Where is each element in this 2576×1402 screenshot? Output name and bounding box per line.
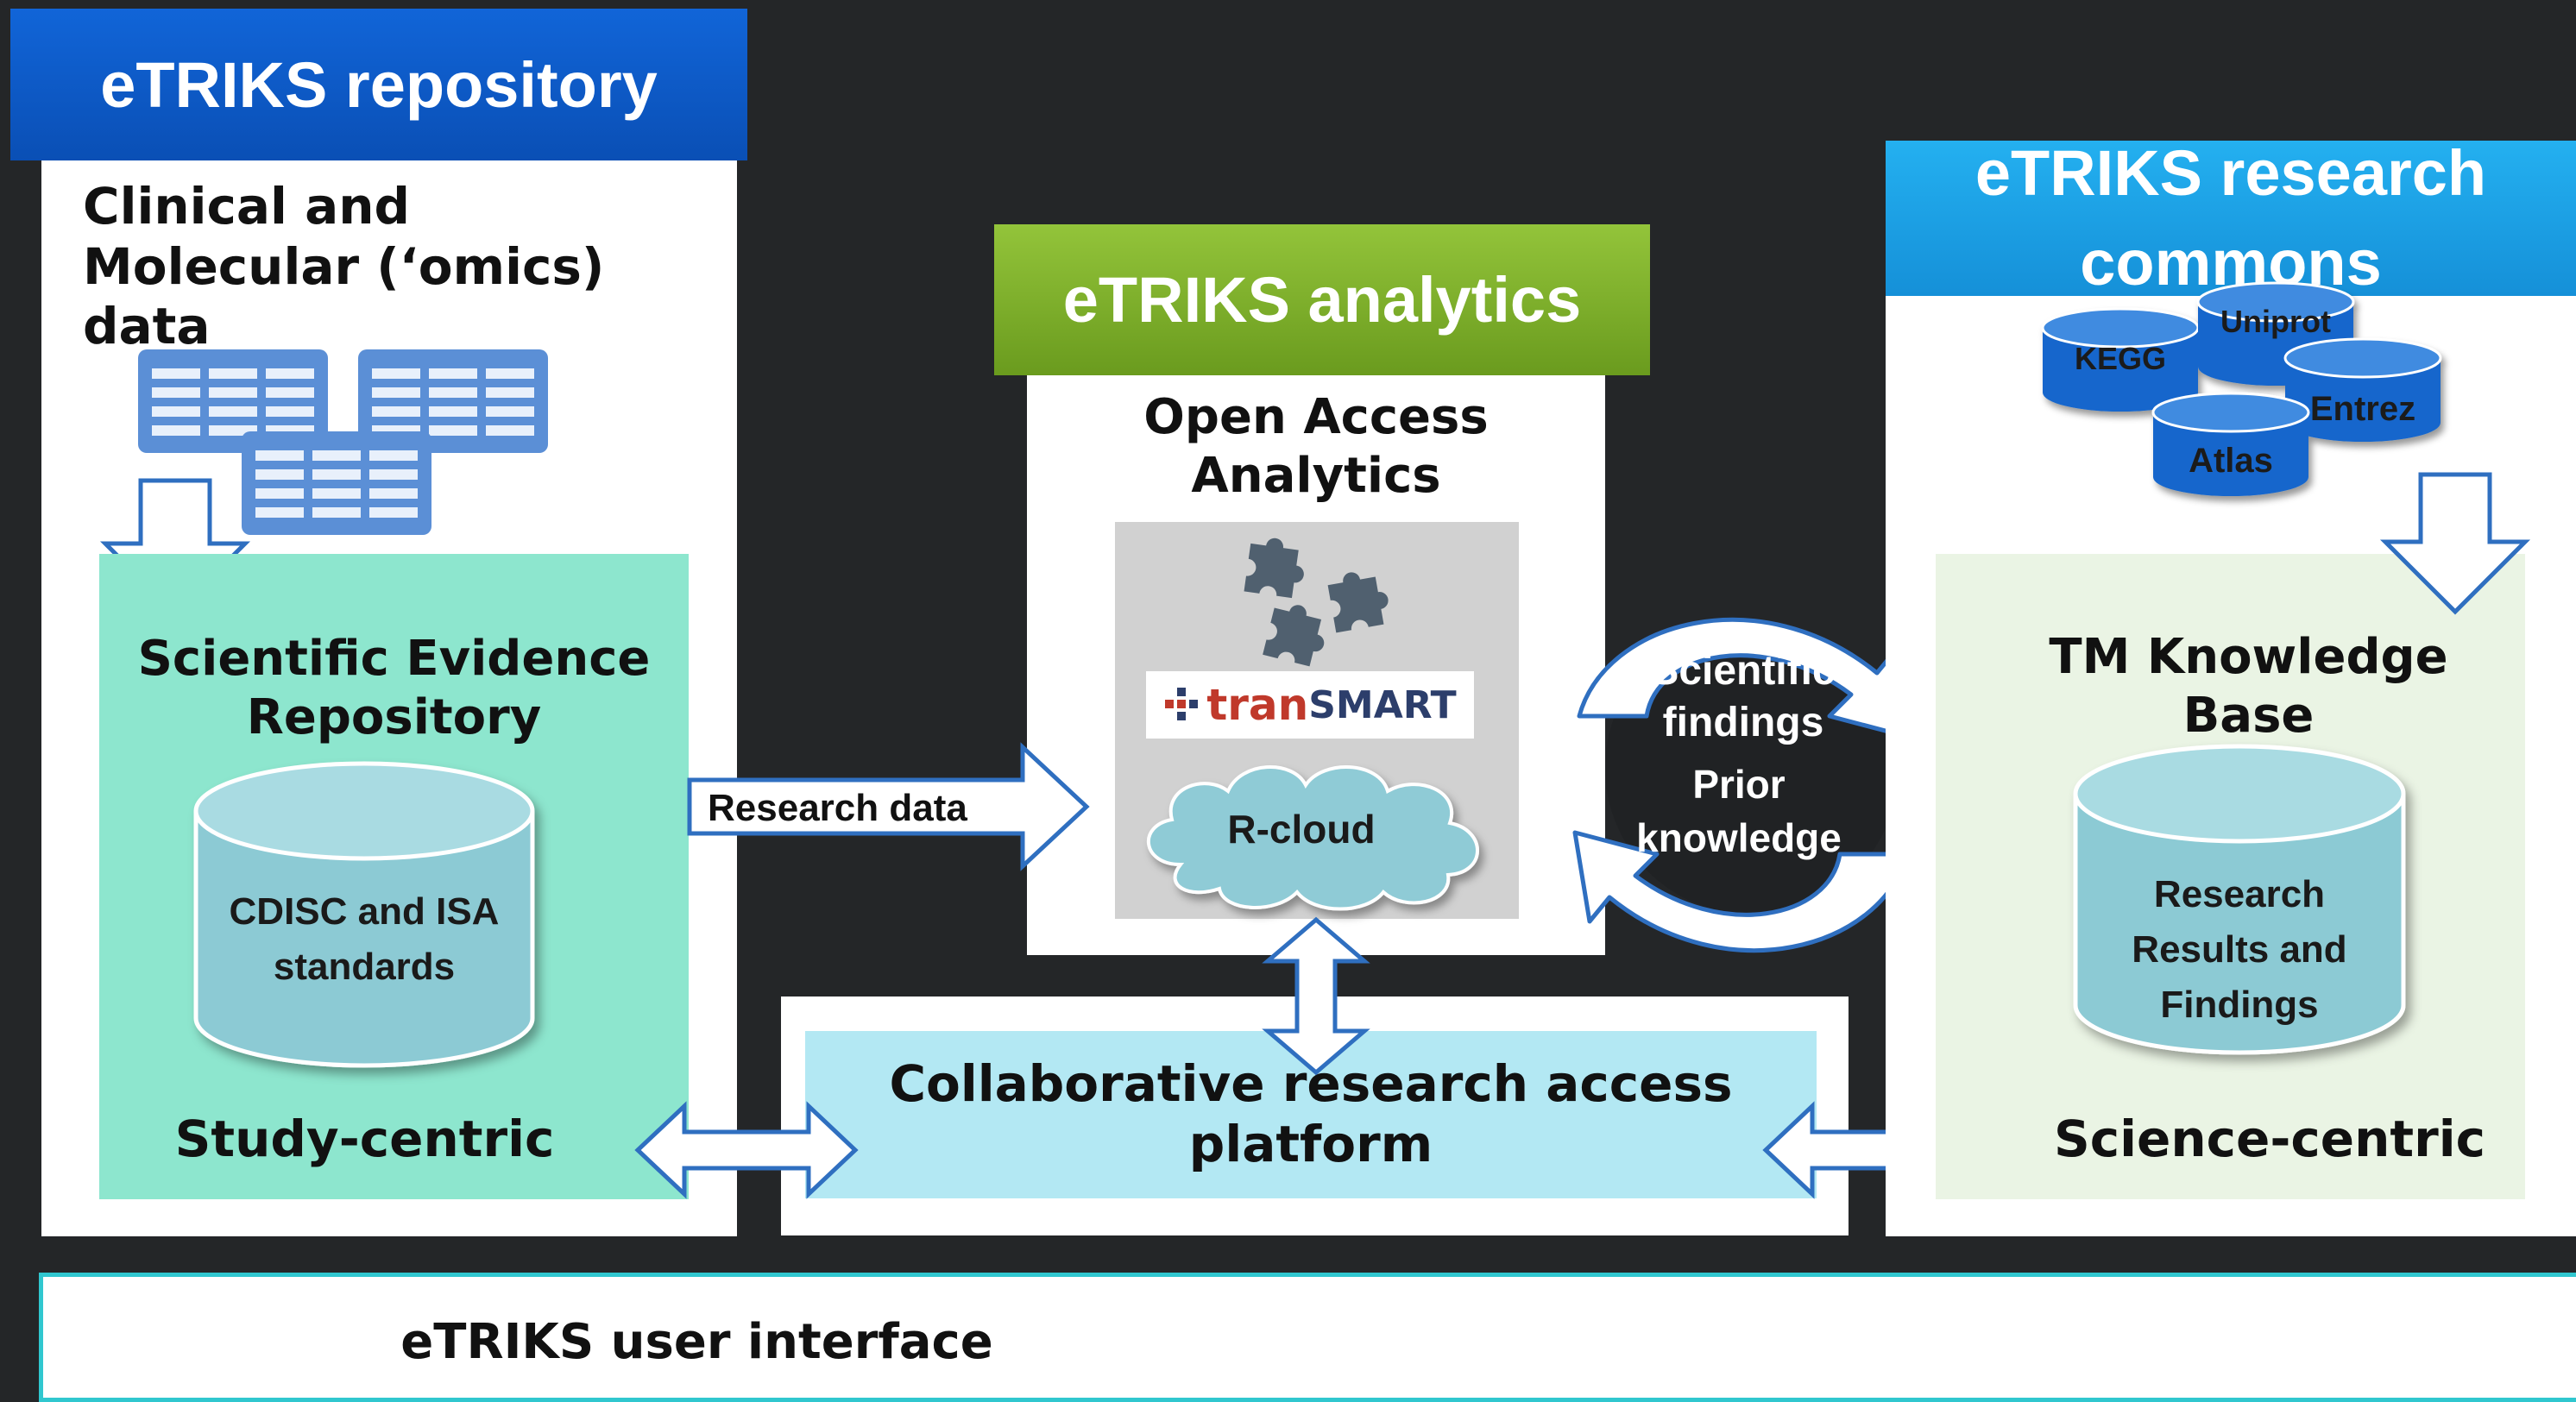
- commons-banner: eTRIKS research commons: [1886, 137, 2576, 299]
- repository-data-label: Clinical and Molecular (‘omics) data: [83, 177, 605, 356]
- kb-title: TM Knowledge Base: [2049, 629, 2448, 745]
- transmart-suffix: SMART: [1308, 682, 1457, 727]
- r-cloud-label: R-cloud: [1227, 807, 1376, 852]
- atlas-label: Atlas: [2189, 442, 2273, 480]
- kb-database-cylinder-icon: [2073, 744, 2406, 1055]
- entrez-label: Entrez: [2309, 390, 2416, 428]
- transmart-prefix: tran: [1206, 680, 1309, 730]
- transmart-mark-icon: [1165, 688, 1199, 720]
- prior-knowledge-label: Prior knowledge: [1636, 762, 1842, 861]
- analytics-banner: eTRIKS analytics: [994, 224, 1650, 375]
- commons-banner-label: eTRIKS research commons: [1975, 137, 2487, 299]
- down-arrow-right-icon: [2379, 472, 2531, 615]
- ser-cylinder-label: CDISC and ISA standards: [229, 890, 500, 988]
- open-access-analytics-title: Open Access Analytics: [1143, 389, 1489, 505]
- science-centric-label: Science-centric: [2053, 1110, 2486, 1168]
- collaborative-platform-label: Collaborative research access platform: [889, 1054, 1733, 1173]
- transmart-logo: tran SMART: [1146, 671, 1474, 739]
- uniprot-label: Uniprot: [2220, 304, 2331, 339]
- user-interface-label: eTRIKS user interface: [400, 1314, 993, 1370]
- research-data-label: Research data: [708, 787, 967, 829]
- repository-banner-label: eTRIKS repository: [100, 48, 658, 121]
- puzzle-pieces-icon: [1244, 534, 1393, 669]
- kb-cylinder-label: Research Results and Findings: [2132, 873, 2347, 1026]
- r-cloud-icon: [1147, 765, 1479, 911]
- analytics-banner-label: eTRIKS analytics: [1062, 264, 1582, 336]
- kegg-label: KEGG: [2074, 341, 2166, 376]
- research-data-arrow-icon: [687, 742, 1090, 871]
- repository-banner: eTRIKS repository: [10, 9, 747, 160]
- study-centric-label: Study-centric: [174, 1110, 555, 1168]
- ser-database-cylinder-icon: [193, 761, 535, 1068]
- ser-title: Scientific Evidence Repository: [137, 631, 651, 746]
- vertical-double-arrow-icon: [1262, 916, 1370, 1076]
- scientific-findings-label: Scientific findings: [1651, 648, 1836, 745]
- left-double-arrow-icon: [634, 1101, 859, 1199]
